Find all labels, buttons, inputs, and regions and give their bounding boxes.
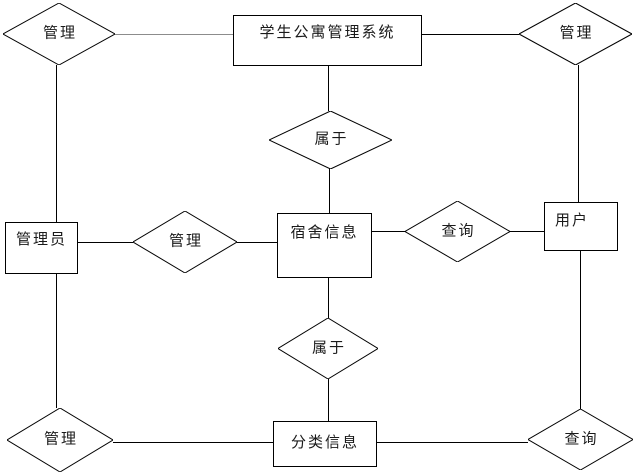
relation-query-bottom-right: 查询 (528, 409, 633, 470)
connector-managebl-category (113, 442, 273, 443)
connector-managetr-user (578, 65, 579, 202)
connector-belongsupper-dorm (329, 168, 330, 213)
relation-query-middle: 查询 (405, 201, 510, 262)
connector-dorm-querymid (371, 231, 405, 232)
connector-admin-managemid (78, 242, 133, 243)
connector-belongslower-category (328, 379, 329, 421)
connector-managetl-admin (56, 65, 57, 222)
diamond-shape-icon (269, 111, 392, 169)
entity-admin: 管理员 (5, 222, 78, 274)
connector-system-belongsupper (328, 66, 329, 111)
relation-manage-top-right-label: 管理 (559, 25, 594, 42)
relation-manage-top-left-label: 管理 (42, 25, 77, 42)
entity-admin-label: 管理员 (15, 232, 67, 248)
diamond-shape-icon (278, 318, 378, 379)
connector-dorm-belongslower (328, 278, 329, 318)
diamond-shape-icon (133, 211, 237, 273)
connector-system-managetr (422, 34, 519, 35)
relation-query-bottom-right-label: 查询 (564, 431, 599, 448)
entity-user: 用户 (544, 202, 618, 251)
diamond-shape-icon (3, 3, 115, 65)
relation-manage-bottom-left: 管理 (7, 408, 113, 472)
entity-system: 学生公寓管理系统 (233, 15, 422, 66)
connector-managetl-system (115, 34, 233, 35)
entity-category-info-label: 分类信息 (290, 435, 359, 451)
relation-manage-middle-label: 管理 (168, 233, 203, 250)
relation-belongs-upper: 属于 (269, 111, 392, 169)
connector-managemid-dorm (237, 242, 277, 243)
connector-category-querybr (377, 442, 528, 443)
connector-user-querybr (580, 251, 581, 409)
diamond-shape-icon (405, 201, 510, 262)
relation-manage-top-left: 管理 (3, 3, 115, 65)
diamond-shape-icon (528, 409, 633, 470)
entity-category-info: 分类信息 (273, 421, 377, 467)
entity-system-label: 学生公寓管理系统 (259, 25, 396, 41)
connector-querymid-user (510, 231, 544, 232)
entity-dorm-info: 宿舍信息 (277, 213, 372, 278)
relation-manage-bottom-left-label: 管理 (43, 431, 78, 448)
diamond-shape-icon (7, 408, 113, 472)
relation-belongs-lower: 属于 (278, 318, 378, 379)
connector-admin-managebl (56, 274, 57, 408)
relation-query-middle-label: 查询 (441, 223, 476, 240)
relation-manage-middle: 管理 (133, 211, 237, 273)
relation-belongs-upper-label: 属于 (314, 131, 349, 148)
relation-manage-top-right: 管理 (519, 3, 632, 65)
relation-belongs-lower-label: 属于 (311, 340, 346, 357)
diamond-shape-icon (519, 3, 632, 65)
entity-dorm-info-label: 宿舍信息 (290, 225, 359, 241)
entity-user-label: 用户 (555, 213, 590, 229)
